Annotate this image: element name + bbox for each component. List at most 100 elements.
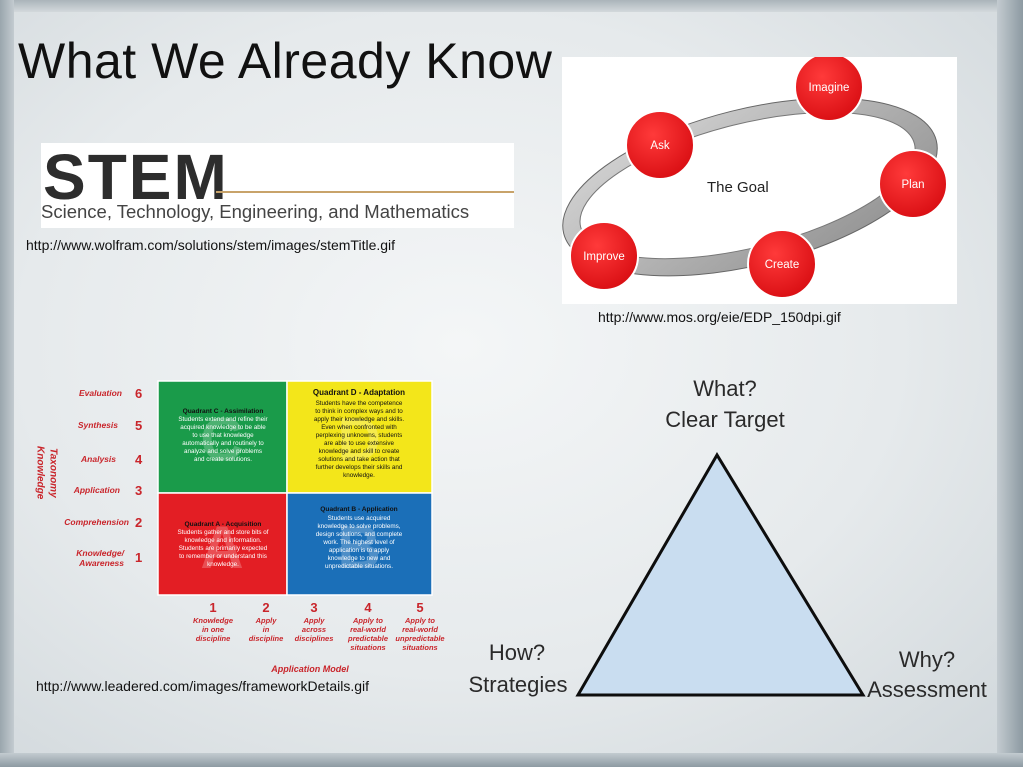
vertical-label-knowledge: Knowledge: [35, 446, 46, 500]
triangle-shape: [575, 452, 866, 697]
edp-step-label: Create: [765, 259, 800, 271]
quadrant-a-title: Quadrant A - Acquisition: [185, 521, 262, 528]
stem-url-caption: http://www.wolfram.com/solutions/stem/im…: [26, 237, 396, 253]
framework-svg: Evaluation 6 Synthesis 5 Analysis 4 Appl…: [35, 380, 445, 674]
taxonomy-row-number: 5: [135, 418, 142, 433]
quadrant-letter: C: [200, 406, 243, 473]
triangle-top-label-1: What?: [693, 376, 757, 401]
quadrant-letter: A: [200, 514, 243, 581]
quadrant-c-line: acquired knowledge to be able: [180, 424, 266, 431]
quadrant-a-line: Students are primarily expected: [179, 545, 268, 552]
triangle-svg: What? Clear Target How? Strategies Why? …: [468, 376, 987, 702]
slide-frame-right: [997, 0, 1023, 767]
taxonomy-row-label: Application: [73, 485, 120, 495]
application-col-line: Knowledge: [193, 616, 233, 625]
taxonomy-row-label: Synthesis: [78, 420, 118, 430]
application-col-line: in: [263, 625, 270, 634]
application-col-line: predictable: [347, 634, 388, 643]
application-col-line: unpredictable: [395, 634, 444, 643]
taxonomy-row-label: Knowledge/: [76, 548, 125, 558]
stem-divider: [216, 191, 514, 193]
taxonomy-row-label: Evaluation: [79, 388, 122, 398]
quadrant-c-line: automatically and routinely to: [182, 440, 264, 447]
quadrant-c-line: analyze and solve problems: [184, 448, 262, 455]
quadrant-d-line: solutions and take action that: [318, 456, 400, 463]
triangle-right-label-2: Assessment: [867, 677, 987, 700]
quadrant-a-line: knowledge and information.: [184, 537, 261, 544]
application-col-number: 3: [310, 600, 317, 615]
edp-node-ask: Ask: [625, 110, 695, 180]
application-col-line: Apply: [255, 616, 278, 625]
application-col-line: discipline: [196, 634, 231, 643]
quadrant-d-line: Students have the competence: [316, 400, 403, 407]
vertical-label-taxonomy: Taxonomy: [48, 448, 59, 498]
application-col-line: situations: [350, 643, 385, 652]
quadrant-a-line: to remember or understand this: [179, 553, 267, 560]
edp-url-caption: http://www.mos.org/eie/EDP_150dpi.gif: [598, 309, 841, 325]
taxonomy-row-label: Analysis: [80, 454, 116, 464]
edp-node-improve: Improve: [569, 221, 639, 291]
quadrant-a: [157, 492, 288, 596]
quadrant-b-title: Quadrant B - Application: [320, 506, 397, 513]
stem-subtitle: Science, Technology, Engineering, and Ma…: [41, 201, 470, 222]
application-model-label: Application Model: [270, 664, 349, 674]
triangle-top-label-2: Clear Target: [665, 407, 784, 432]
application-col-number: 1: [209, 600, 216, 615]
quadrant-d-line: knowledge.: [343, 472, 375, 479]
quadrant-c-line: and create solutions.: [194, 456, 252, 463]
quadrant-d-line: apply their knowledge and skills.: [314, 416, 405, 423]
stem-word: STEM: [43, 141, 229, 213]
taxonomy-row-number: 3: [135, 483, 142, 498]
application-col-line: in one: [202, 625, 224, 634]
framework-url-caption: http://www.leadered.com/images/framework…: [36, 678, 370, 694]
stem-title-image: STEM Science, Technology, Engineering, a…: [41, 141, 514, 228]
application-col-number: 4: [364, 600, 372, 615]
quadrant-b-line: design solutions, and complete: [316, 531, 403, 538]
slide-frame-top: [0, 0, 1023, 12]
quadrant-b-line: knowledge to new and: [328, 555, 391, 562]
quadrant-b-line: application is to apply: [329, 547, 390, 554]
quadrant-d-line: knowledge and skill to create: [319, 448, 400, 455]
triangle-diagram: What? Clear Target How? Strategies Why? …: [465, 370, 995, 702]
taxonomy-row-number: 2: [135, 515, 142, 530]
quadrant-d-line: are able to use extensive: [324, 440, 395, 447]
application-col-line: situations: [402, 643, 437, 652]
triangle-left-label-2: Strategies: [468, 672, 567, 697]
edp-node-plan: Plan: [878, 149, 948, 219]
slide-frame-left: [0, 0, 14, 767]
quadrant-b: [286, 492, 433, 596]
quadrant-d-line: Even when confronted with: [321, 424, 397, 431]
quadrant-b-line: knowledge to solve problems,: [318, 523, 401, 530]
application-col-line: Apply to: [404, 616, 435, 625]
taxonomy-row-number: 4: [135, 452, 143, 467]
quadrant-a-line: knowledge.: [207, 561, 239, 568]
quadrant-b-line: work. The highest level of: [322, 539, 395, 546]
quadrant-c-line: Students extend and refine their: [178, 416, 267, 423]
triangle-right-label-1: Why?: [899, 647, 955, 672]
application-col-line: disciplines: [295, 634, 334, 643]
quadrant-c-title: Quadrant C - Assimilation: [183, 408, 264, 415]
quadrant-d-title: Quadrant D - Adaptation: [313, 388, 405, 397]
edp-center-label: The Goal: [707, 179, 769, 196]
triangle-left-label-1: How?: [489, 640, 545, 665]
slide-title: What We Already Know: [18, 33, 553, 89]
edp-step-label: Imagine: [809, 82, 850, 94]
quadrant-d-line: to think in complex ways and to: [315, 408, 403, 415]
quadrant-d: [286, 380, 433, 494]
application-col-line: real-world: [402, 625, 438, 634]
application-col-number: 5: [416, 600, 423, 615]
edp-step-label: Plan: [901, 179, 924, 191]
edp-node-create: Create: [747, 229, 817, 299]
quadrant-c-line: to use that knowledge: [192, 432, 254, 439]
edp-svg: The Goal Imagine Plan Create Improve Ask: [562, 52, 948, 299]
application-col-line: discipline: [249, 634, 284, 643]
quadrant-d-line: further develops their skills and: [316, 464, 403, 471]
application-col-line: Apply to: [352, 616, 383, 625]
taxonomy-row-label: Comprehension: [64, 517, 129, 527]
edp-step-label: Improve: [583, 251, 625, 263]
taxonomy-row-number: 6: [135, 386, 142, 401]
application-col-line: Apply: [303, 616, 326, 625]
edp-node-imagine: Imagine: [794, 52, 864, 122]
quadrant-a-line: Students gather and store bits of: [177, 529, 268, 536]
slide-frame-bottom: [0, 753, 1023, 767]
